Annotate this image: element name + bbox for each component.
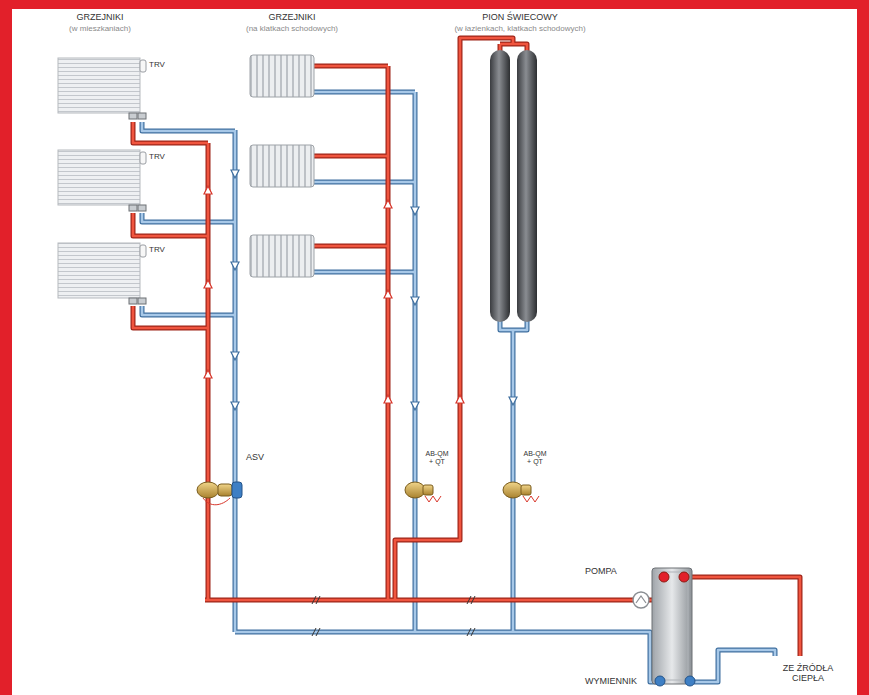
candle-riser-tube: [490, 50, 537, 322]
panel-radiator: [58, 58, 140, 298]
group-title: GRZEJNIKI: [76, 12, 123, 22]
flow-arrows-up: [384, 200, 392, 208]
candle-riser-tube: [517, 50, 537, 322]
heat-exchanger: [652, 568, 695, 686]
break-mark: [467, 628, 475, 636]
heat-exchanger: [656, 572, 688, 680]
asv-valve: [203, 498, 230, 505]
break-mark: [467, 596, 475, 604]
radiator-valve: [138, 298, 146, 304]
ab-qm-valve: [405, 482, 425, 498]
column-radiator: [250, 55, 314, 97]
group-title: GRZEJNIKI: [268, 12, 315, 22]
part-label: WYMIENNIK: [585, 676, 637, 686]
part-label: POMPA: [585, 566, 617, 576]
heat-exchanger: [679, 572, 689, 582]
valve-label: AB-QM + QT: [424, 450, 450, 466]
valve-label: AB-QM + QT: [522, 450, 548, 466]
flow-arrows-up: [384, 395, 392, 403]
group-subtitle: (na klatkach schodowych): [246, 24, 338, 33]
flow-arrows-down: [231, 170, 239, 178]
radiator-valve: [138, 205, 146, 211]
valve-label: ASV: [246, 452, 264, 462]
flow-arrows-down: [509, 397, 517, 405]
ab-qm-valve: [503, 482, 523, 498]
break-mark: [312, 596, 320, 604]
panel-radiator: [58, 150, 140, 205]
trv-head: [140, 152, 146, 164]
radiator-valve: [138, 113, 146, 119]
flow-arrows-down: [411, 297, 419, 305]
pump-symbol: [636, 596, 646, 603]
column-radiator: [250, 145, 314, 187]
ab-qm-valve: [521, 485, 531, 495]
asv-valve: [197, 482, 219, 498]
radiator-valve: [129, 298, 137, 304]
red-frame: [0, 0, 12, 695]
group-subtitle: (w mieszkaniach): [69, 24, 131, 33]
supply-pipes: [133, 38, 800, 656]
flow-arrows-up: [204, 186, 212, 194]
flow-arrows-up: [456, 395, 464, 403]
heat-exchanger: [655, 676, 665, 686]
heat-exchanger: [652, 568, 692, 684]
flow-arrows-down: [411, 402, 419, 410]
asv-valve: [232, 482, 242, 498]
valve-label: TRV: [149, 152, 165, 161]
supply-pipes: [133, 38, 800, 656]
flow-arrows-up: [204, 280, 212, 288]
supply-pipes: [133, 38, 800, 656]
flow-arrows-down: [231, 352, 239, 360]
trv-head: [140, 245, 146, 257]
flow-arrows-up: [204, 370, 212, 378]
group-subtitle: (w łazienkach, klatkach schodowych): [454, 24, 585, 33]
asv-valve: [197, 482, 242, 505]
heat-exchanger: [659, 572, 669, 582]
qt-sensor: [425, 496, 539, 502]
radiator-valve: [129, 113, 146, 304]
flow-arrows-down: [231, 170, 517, 410]
trv-head: [140, 60, 146, 72]
qt-sensor: [425, 496, 441, 502]
valve-label: TRV: [149, 60, 165, 69]
qt-sensor: [523, 496, 539, 502]
flow-arrows-down: [411, 207, 419, 215]
trv-head: [140, 60, 146, 257]
flow-arrows-down: [231, 402, 239, 410]
heat-exchanger: [685, 676, 695, 686]
panel-radiator: [58, 58, 140, 113]
radiator-valve: [129, 205, 137, 211]
red-frame: [0, 0, 869, 9]
column-radiator: [250, 235, 314, 277]
ab-qm-valve: [423, 485, 433, 495]
radiator-valve: [129, 113, 137, 119]
ab-qm-valve: [405, 482, 531, 498]
break-mark: [312, 596, 475, 636]
flow-arrows-up: [384, 290, 392, 298]
asv-valve: [218, 484, 232, 496]
part-label: ZE ŹRÓDŁA CIEPŁA: [778, 663, 838, 684]
pump-symbol: [633, 592, 649, 608]
pump-symbol: [633, 592, 649, 608]
break-mark: [312, 628, 320, 636]
panel-radiator: [58, 243, 140, 298]
candle-riser-tube: [490, 50, 510, 322]
flow-arrows-down: [231, 262, 239, 270]
column-radiator: [250, 55, 314, 277]
valve-label: TRV: [149, 245, 165, 254]
red-frame: [857, 0, 869, 695]
group-title: PION ŚWIECOWY: [482, 12, 558, 22]
flow-arrows-up: [204, 186, 464, 403]
